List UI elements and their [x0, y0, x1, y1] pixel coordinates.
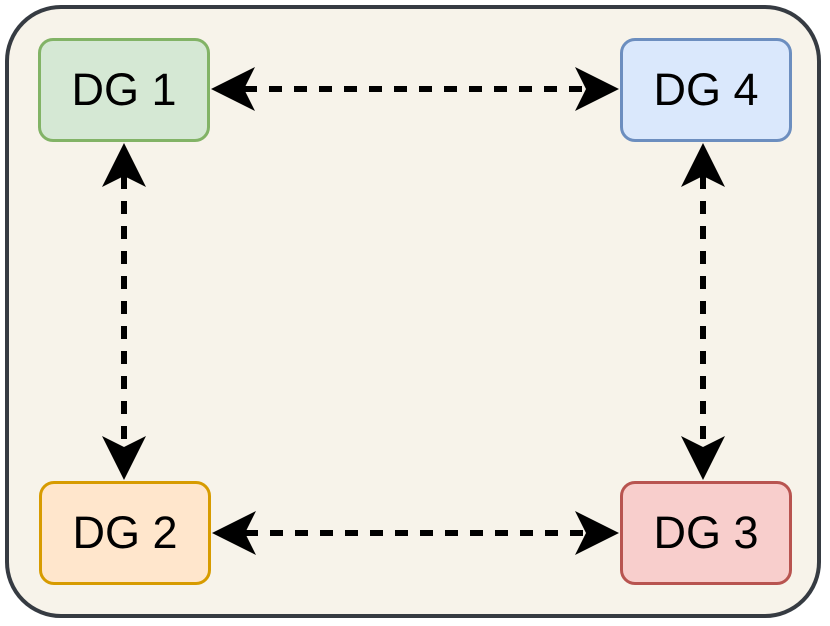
node-dg1-label: DG 1: [71, 64, 177, 115]
node-dg1: DG 1: [38, 38, 210, 142]
node-dg4-label: DG 4: [653, 64, 759, 115]
node-dg2-label: DG 2: [72, 507, 178, 558]
node-dg3-label: DG 3: [653, 507, 759, 558]
node-dg4: DG 4: [620, 38, 792, 142]
node-dg3: DG 3: [620, 481, 792, 585]
node-dg2: DG 2: [39, 481, 211, 585]
